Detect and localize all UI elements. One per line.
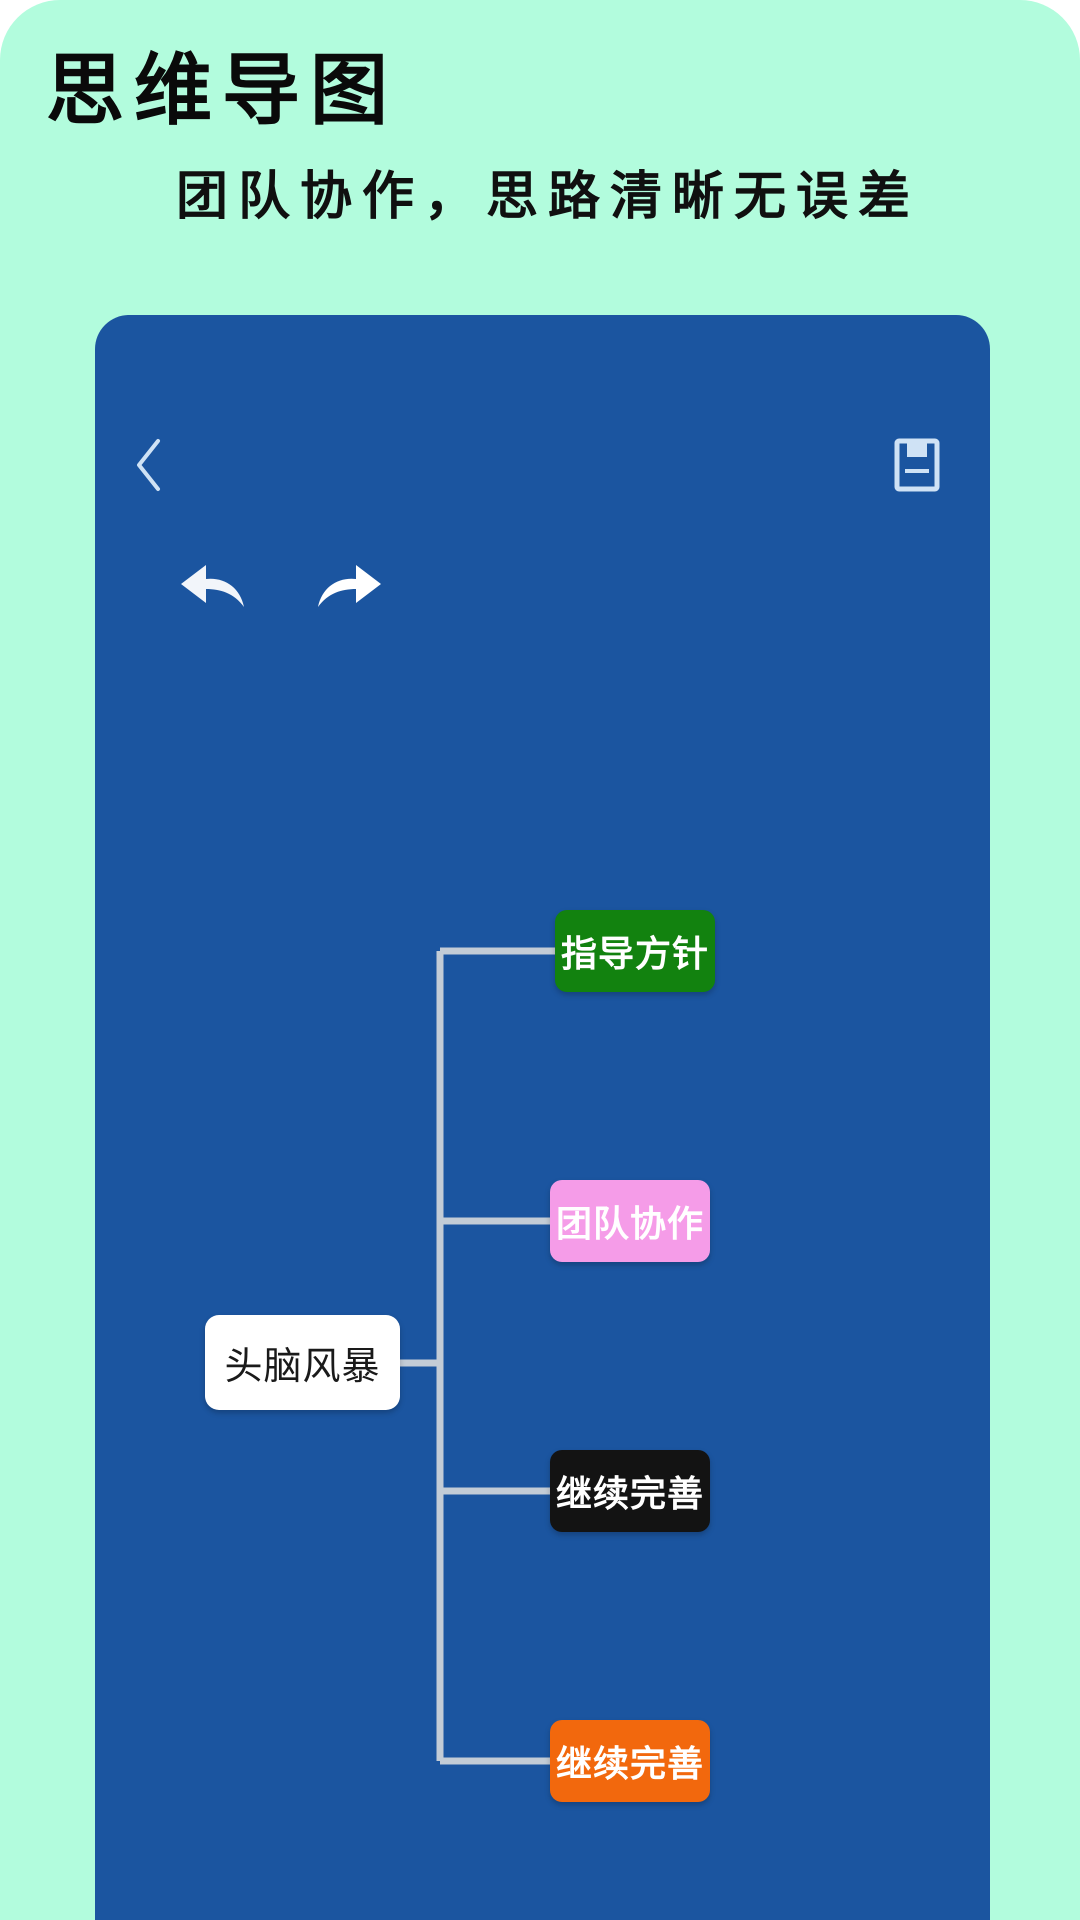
mindmap-node-root[interactable]: 头脑风暴	[205, 1315, 400, 1410]
save-button[interactable]	[886, 432, 948, 498]
redo-button[interactable]	[291, 537, 407, 633]
history-toolbar	[155, 530, 455, 640]
floppy-disk-save-icon	[894, 438, 940, 492]
chevron-left-icon	[130, 435, 170, 495]
mindmap-node-improve-orange[interactable]: 继续完善	[550, 1720, 710, 1802]
page-title: 思维导图	[46, 45, 399, 136]
mindmap-node-improve-dark[interactable]: 继续完善	[550, 1450, 710, 1532]
mindmap-node-guideline[interactable]: 指导方针	[555, 910, 715, 992]
mindmap-node-teamwork[interactable]: 团队协作	[550, 1180, 710, 1262]
undo-arrow-icon	[176, 555, 250, 615]
promo-header: 思维导图 团队协作，思路清晰无误差	[0, 0, 1080, 315]
mindmap-edges	[400, 947, 555, 1765]
undo-button[interactable]	[155, 537, 271, 633]
app-panel: 头脑风暴 指导方针 团队协作 继续完善 继续完善	[95, 315, 990, 1920]
redo-arrow-icon	[312, 555, 386, 615]
page-subtitle: 团队协作，思路清晰无误差	[176, 166, 921, 227]
mindmap-canvas[interactable]: 头脑风暴 指导方针 团队协作 继续完善 继续完善	[95, 315, 990, 1920]
back-button[interactable]	[105, 420, 195, 510]
app-topbar	[95, 410, 990, 520]
